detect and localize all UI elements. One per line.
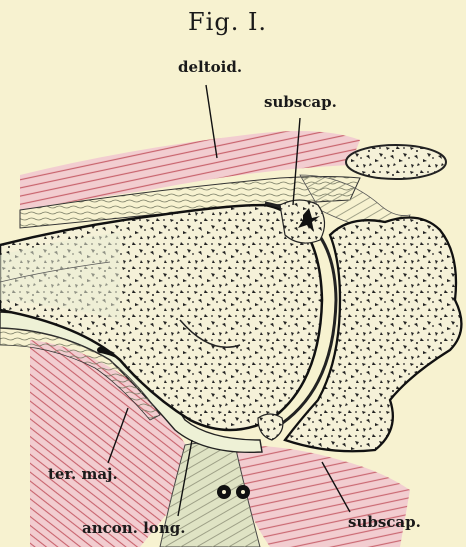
acromion-process (346, 145, 446, 179)
glenoid-labrum-bottom (258, 414, 283, 440)
label-ancon-long: ancon. long. (82, 519, 185, 537)
glenoid-labrum-top (280, 200, 325, 243)
figure-title: Fig. I. (188, 8, 267, 36)
label-subscap-top: subscap. (264, 93, 337, 111)
label-subscap-bottom: subscap. (348, 513, 421, 531)
label-deltoid: deltoid. (178, 58, 242, 76)
label-ter-maj: ter. maj. (48, 465, 118, 483)
subscapularis-lower-muscle (235, 445, 410, 547)
